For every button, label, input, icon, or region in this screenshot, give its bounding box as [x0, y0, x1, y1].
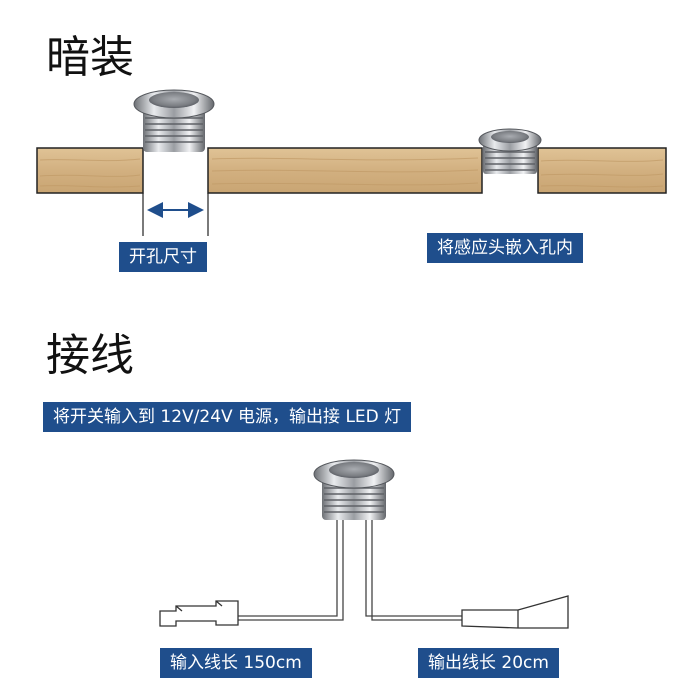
wood-panel-middle: [207, 147, 483, 194]
wiring-heading: 接线: [46, 330, 134, 381]
input-connector-icon: [159, 600, 239, 627]
sensor-head-above-hole: [133, 89, 215, 152]
output-connector-icon: [461, 595, 569, 629]
input-cable: [238, 520, 344, 621]
wood-panel-right: [537, 147, 667, 194]
hole-size-dimension: [142, 193, 209, 236]
embed-sensor-label: 将感应头嵌入孔内: [427, 233, 583, 263]
wiring-sensor-head: [313, 459, 395, 520]
hole-size-label: 开孔尺寸: [119, 242, 207, 272]
sensor-head-embedded: [478, 128, 542, 174]
output-cable: [365, 520, 462, 621]
recessed-install-heading: 暗装: [46, 32, 134, 83]
input-cable-length-label: 输入线长 150cm: [160, 648, 312, 678]
output-cable-length-label: 输出线长 20cm: [418, 648, 559, 678]
wood-panel-left: [36, 147, 144, 194]
wiring-instruction-label: 将开关输入到 12V/24V 电源，输出接 LED 灯: [43, 402, 412, 432]
